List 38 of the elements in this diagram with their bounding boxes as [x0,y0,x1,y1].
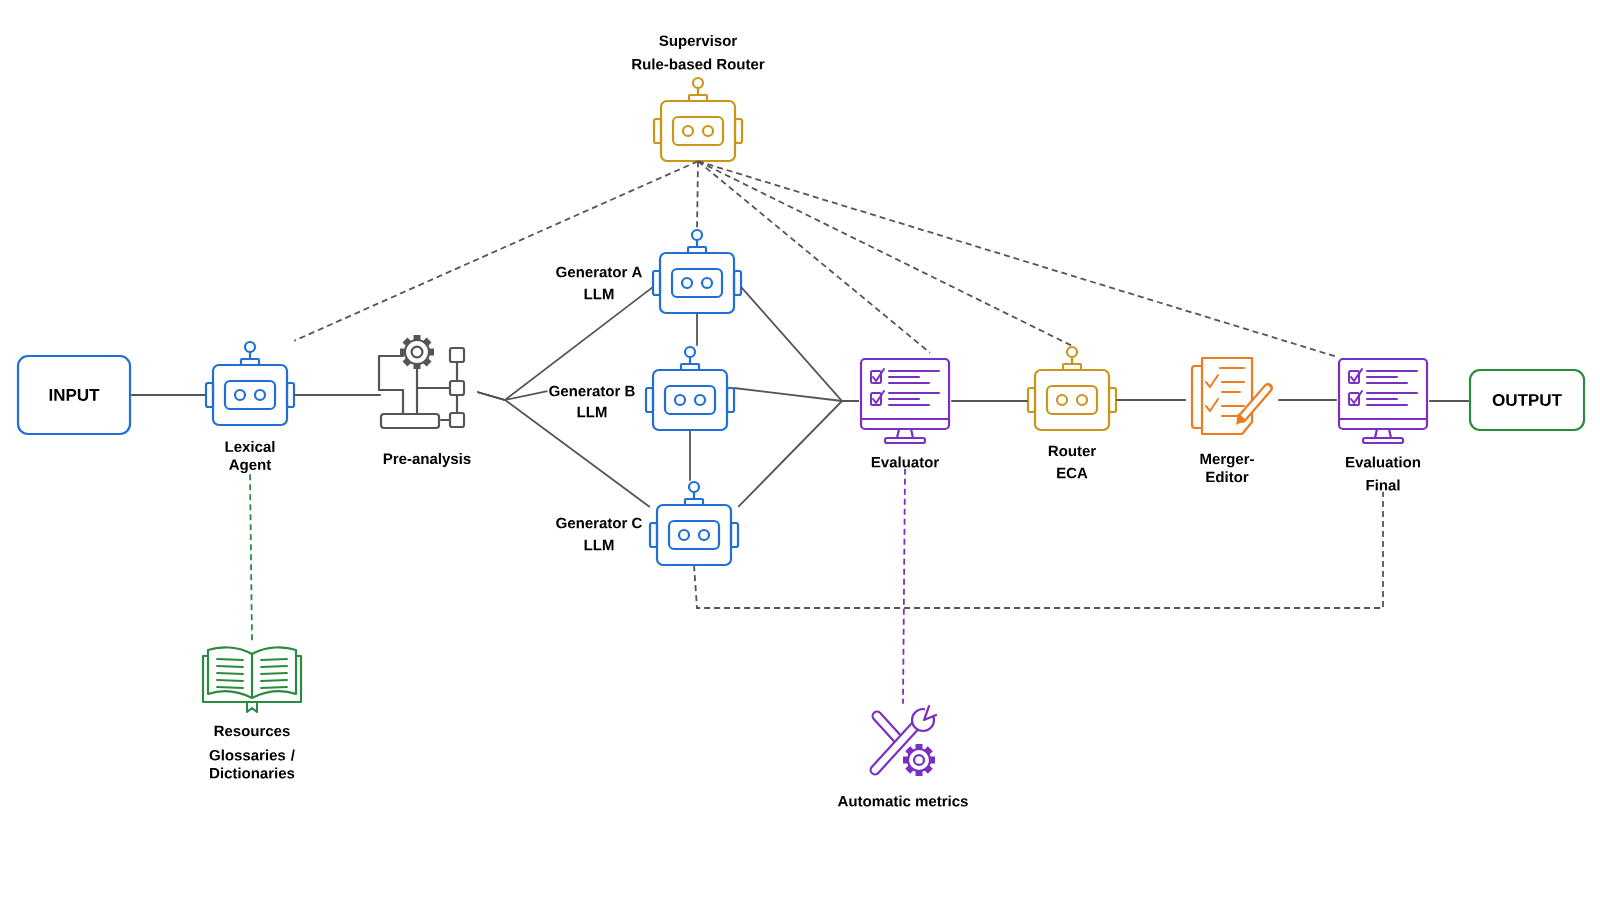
icon-label: Supervisor [659,35,737,49]
connector-line [693,490,1384,609]
icon-label: Glossaries / Dictionaries [209,749,295,779]
connector-line [476,391,651,508]
icon-label: Automatic metrics [837,795,968,807]
icon-label: Lexical Agent [225,441,275,474]
icon-label: ECA [1057,467,1088,479]
icon-label: Router [1048,445,1096,457]
connector-line [1428,400,1470,402]
connector-line [696,312,698,347]
connector-line [293,394,382,396]
icon-label: Final [1366,479,1400,491]
connector-line [1277,399,1338,401]
connector-line [1115,399,1187,401]
connector-line [902,467,906,705]
connector-line [697,160,931,354]
icon-label: LLM [584,539,614,551]
connector-line [249,473,253,642]
terminal-box: OUTPUT [1468,368,1586,432]
connector-line [689,429,691,482]
connector-line [737,400,860,508]
icon-label: Generator B [549,385,635,397]
icon-label: Evaluator [871,456,939,468]
icon-label: Generator C [556,517,642,529]
icon-label: Rule-based Router [632,58,765,70]
connector-line [950,400,1029,402]
icon-label: Pre-analysis [383,453,471,467]
icon-label: Evaluation [1346,456,1420,468]
icon-label: LLM [577,406,607,418]
connector-line [697,160,1338,358]
terminal-box: INPUT [16,354,132,436]
icon-label: Merger-Editor [1200,453,1254,483]
connector-line [293,160,699,342]
icon-label: Generator A [556,266,642,278]
connector-line [696,160,699,230]
connector-line [130,394,207,396]
icon-label: Resources [214,725,290,737]
icon-label: LLM [584,288,614,300]
